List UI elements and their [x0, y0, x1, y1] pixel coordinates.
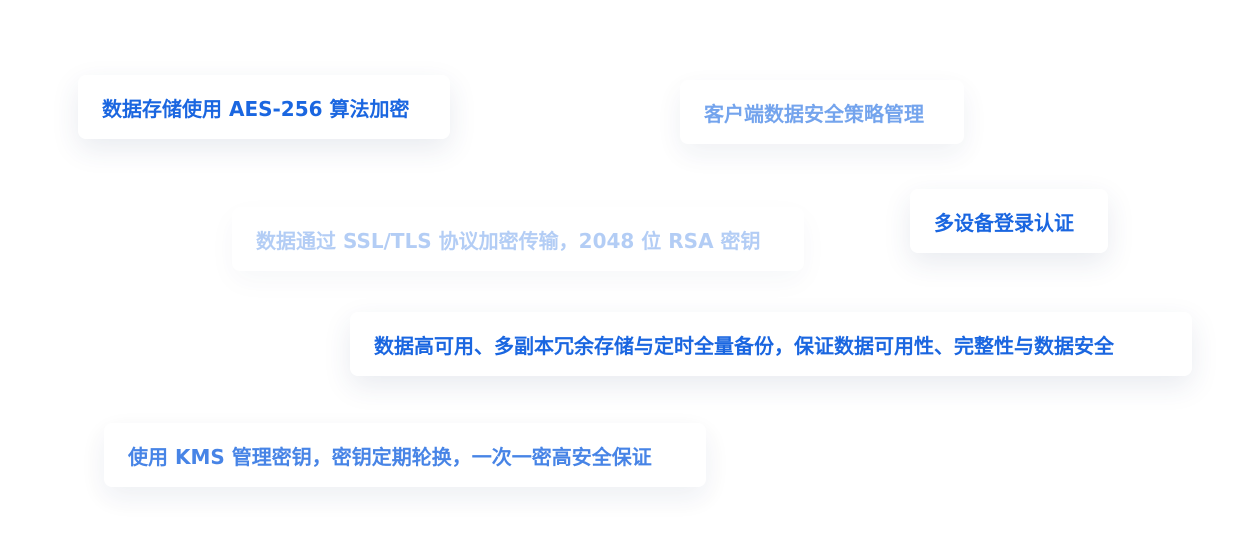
- tag-label: 使用 KMS 管理密钥，密钥定期轮换，一次一密高安全保证: [128, 444, 652, 469]
- tag-label: 多设备登录认证: [934, 210, 1074, 235]
- tag-label: 数据通过 SSL/TLS 协议加密传输，2048 位 RSA 密钥: [256, 228, 761, 253]
- security-feature-tag-kms-keys: 使用 KMS 管理密钥，密钥定期轮换，一次一密高安全保证: [104, 423, 706, 487]
- security-feature-tag-aes-encryption: 数据存储使用 AES-256 算法加密: [78, 75, 450, 139]
- security-feature-tag-high-availability: 数据高可用、多副本冗余存储与定时全量备份，保证数据可用性、完整性与数据安全: [350, 312, 1192, 376]
- tag-label: 数据高可用、多副本冗余存储与定时全量备份，保证数据可用性、完整性与数据安全: [374, 333, 1114, 358]
- security-feature-tag-ssl-transport: 数据通过 SSL/TLS 协议加密传输，2048 位 RSA 密钥: [232, 207, 804, 271]
- tag-label: 数据存储使用 AES-256 算法加密: [102, 96, 410, 121]
- security-feature-tag-client-policy: 客户端数据安全策略管理: [680, 80, 964, 144]
- tag-label: 客户端数据安全策略管理: [704, 101, 924, 126]
- security-feature-tag-multi-device-auth: 多设备登录认证: [910, 189, 1108, 253]
